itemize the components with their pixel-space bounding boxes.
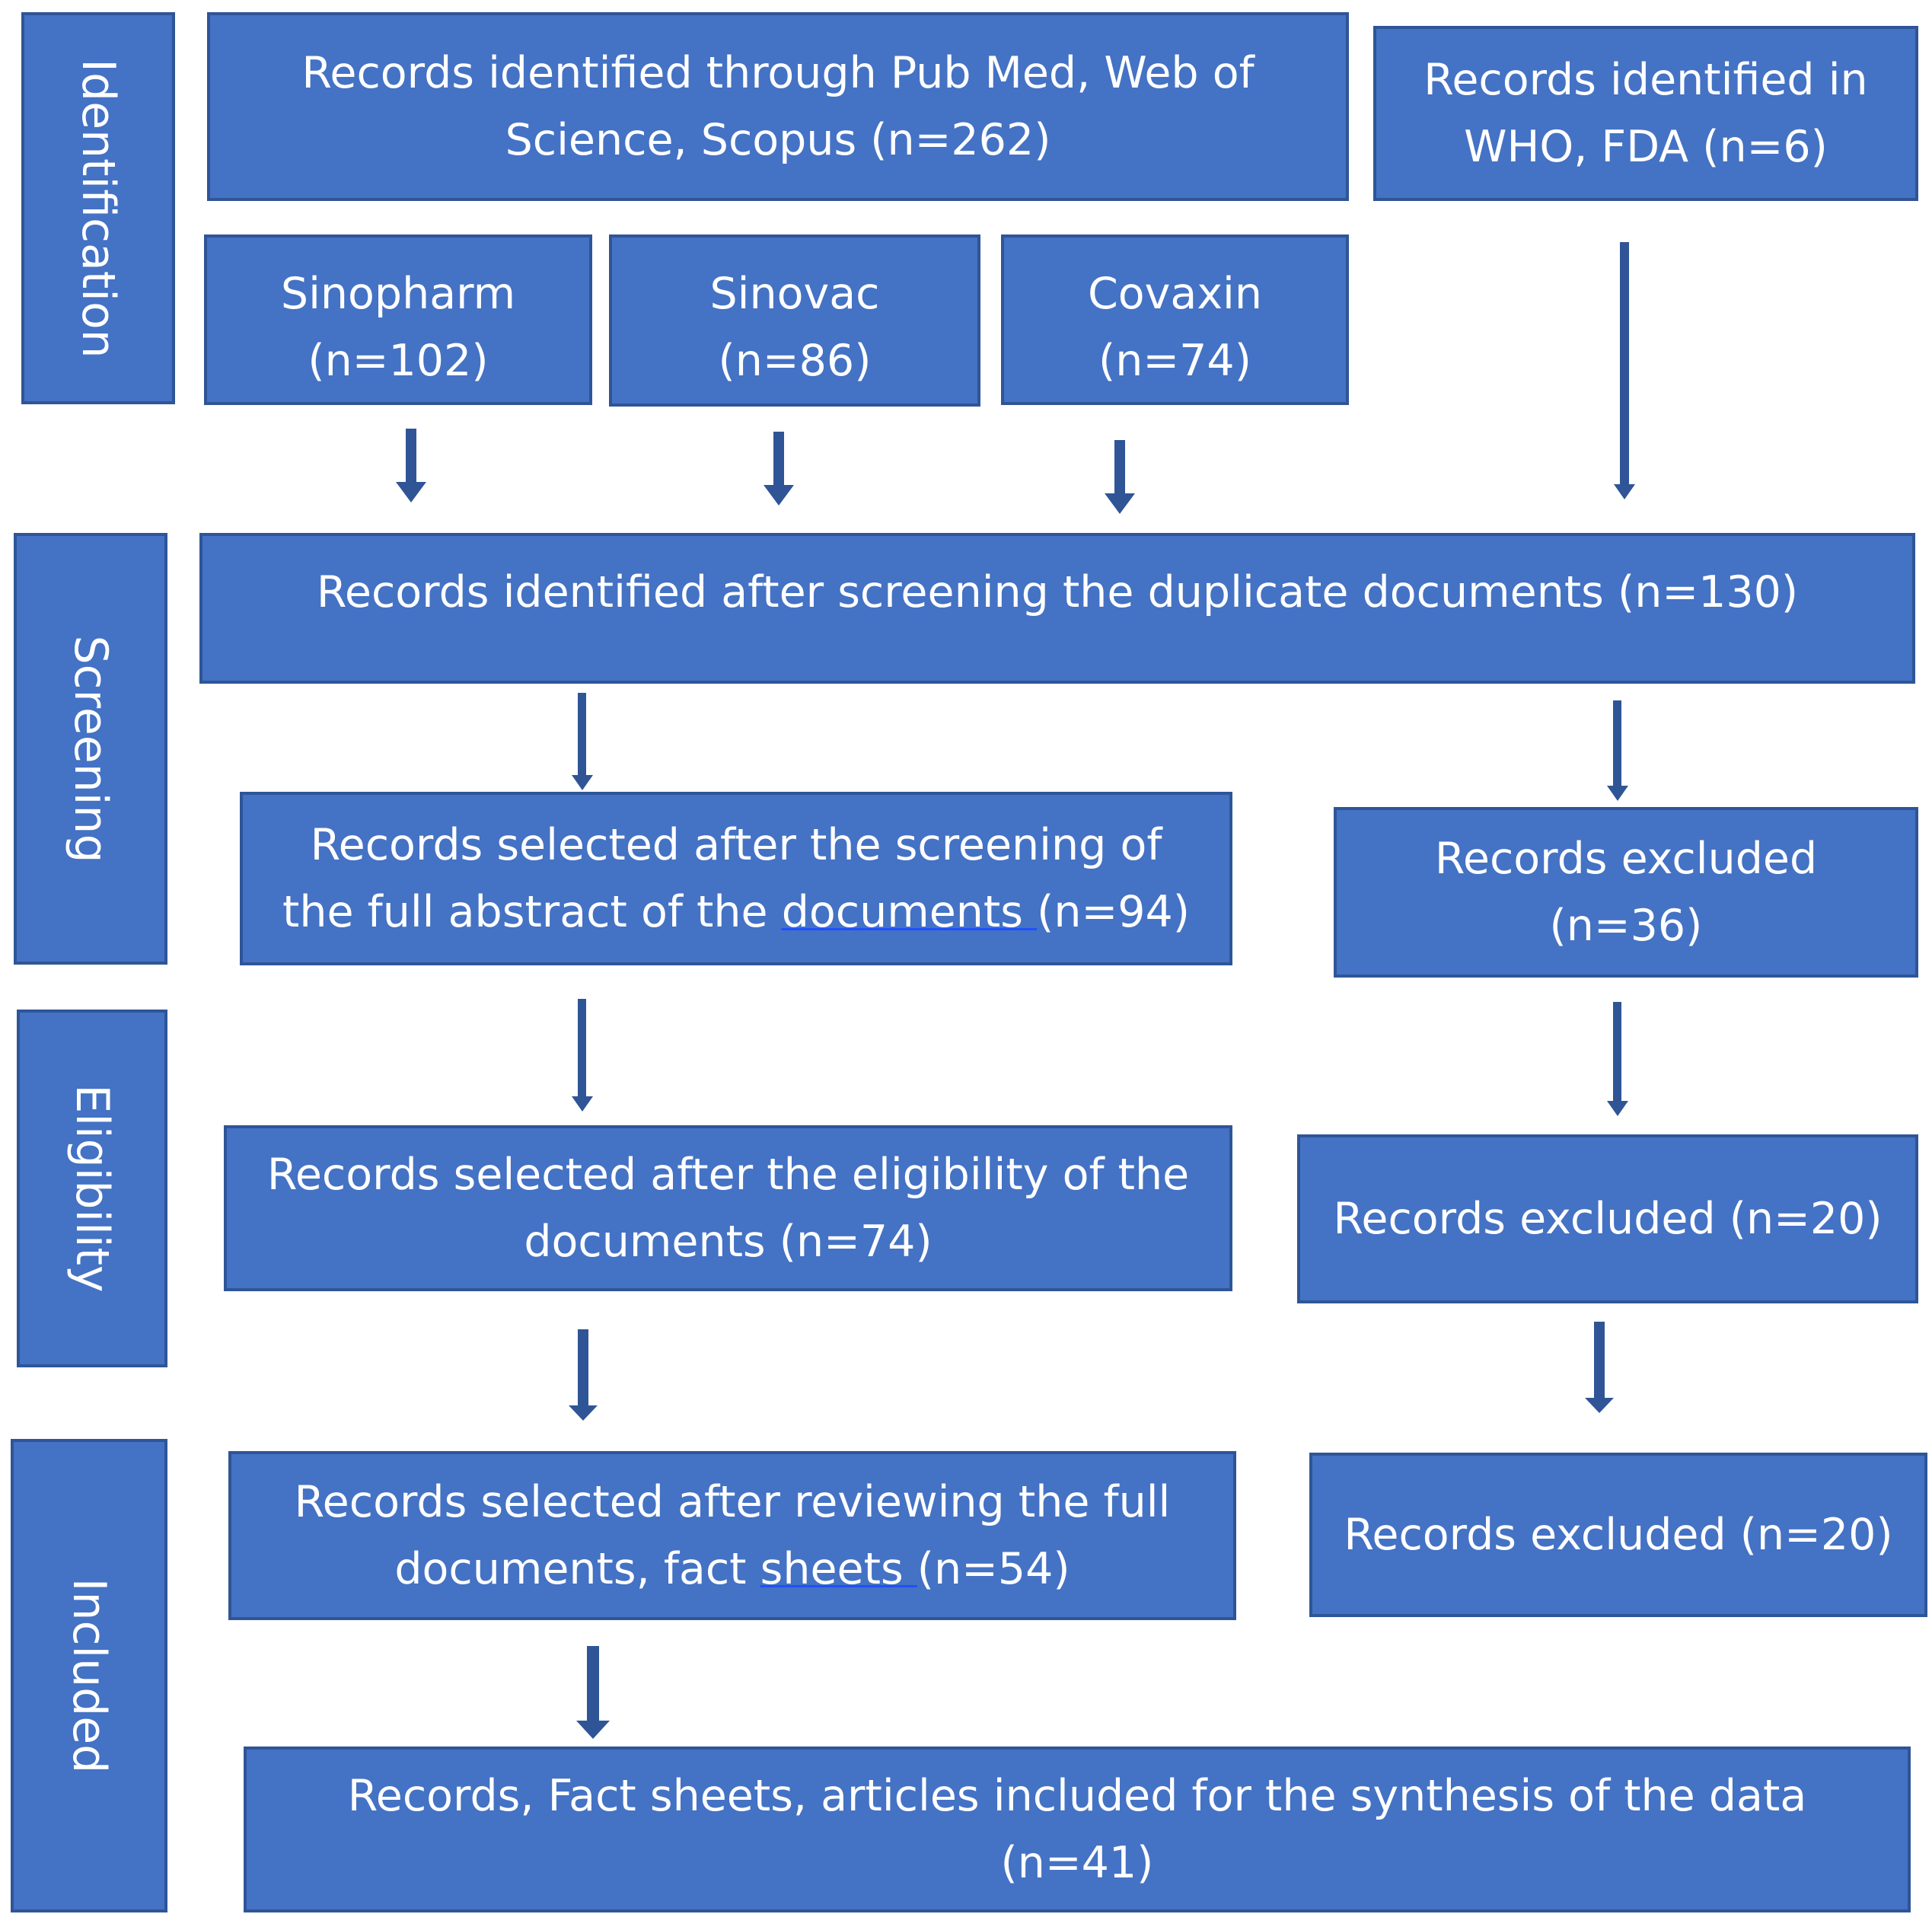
arrow-eligibility-to-review — [569, 1329, 598, 1421]
box-databases-text: Records identified through Pub Med, Web … — [301, 47, 1255, 165]
stage-included: Included — [11, 1439, 167, 1912]
box-sinopharm: Sinopharm (n=102) — [204, 234, 592, 405]
box-sinopharm-text: Sinopharm (n=102) — [280, 269, 516, 387]
arrow-excluded20a-to-excluded20b — [1585, 1322, 1614, 1413]
box-abstract-selected-text: Records selected after the screening of t… — [282, 812, 1190, 946]
box-excluded-20-a: Records excluded (n=20) — [1297, 1134, 1918, 1303]
arrow-excluded36-to-excluded20 — [1607, 1002, 1628, 1116]
review-underlined-word: sheets — [760, 1544, 917, 1594]
box-final-included-text: Records, Fact sheets, articles included … — [347, 1770, 1807, 1888]
arrow-review-to-final — [576, 1646, 610, 1739]
arrow-duplicates-to-abstract — [572, 693, 593, 790]
box-sinovac: Sinovac (n=86) — [609, 234, 980, 407]
review-line2-pre: documents, fact — [394, 1544, 760, 1594]
stage-eligibility: Eligibility — [17, 1010, 167, 1367]
box-excluded-36: Records excluded (n=36) — [1334, 807, 1918, 978]
box-who-fda: Records identified in WHO, FDA (n=6) — [1373, 26, 1918, 201]
box-excluded-20-a-text: Records excluded (n=20) — [1333, 1193, 1883, 1244]
box-full-review-text: Records selected after reviewing the ful… — [295, 1469, 1171, 1603]
stage-screening: Screening — [14, 533, 167, 965]
abstract-line2-post: (n=94) — [1037, 887, 1190, 937]
arrow-abstract-to-eligibility — [572, 999, 593, 1112]
arrow-who-fda-down — [1614, 242, 1635, 499]
box-covaxin-text: Covaxin (n=74) — [1087, 269, 1263, 387]
box-excluded-20-b: Records excluded (n=20) — [1309, 1453, 1927, 1617]
box-final-included: Records, Fact sheets, articles included … — [244, 1747, 1911, 1912]
box-sinovac-text: Sinovac (n=86) — [709, 269, 880, 387]
stage-identification: Identification — [21, 12, 175, 404]
arrow-sinovac-down — [764, 432, 794, 506]
box-abstract-selected: Records selected after the screening of t… — [240, 792, 1232, 965]
review-line1: Records selected after reviewing the ful… — [294, 1476, 1171, 1527]
abstract-line2-pre: the full abstract of the — [282, 887, 782, 937]
box-databases: Records identified through Pub Med, Web … — [207, 12, 1349, 201]
box-covaxin: Covaxin (n=74) — [1001, 234, 1349, 405]
box-full-review: Records selected after reviewing the ful… — [228, 1451, 1236, 1620]
review-line2-post: (n=54) — [917, 1544, 1070, 1594]
box-who-fda-text: Records identified in WHO, FDA (n=6) — [1423, 54, 1868, 172]
box-eligibility-selected: Records selected after the eligibility o… — [224, 1125, 1232, 1291]
box-excluded-20-b-text: Records excluded (n=20) — [1344, 1509, 1893, 1560]
abstract-line1: Records selected after the screening of — [310, 819, 1162, 870]
abstract-underlined-word: documents — [781, 887, 1038, 937]
arrow-covaxin-down — [1105, 440, 1135, 514]
arrow-duplicates-to-excluded — [1607, 700, 1628, 801]
box-after-duplicates: Records identified after screening the d… — [199, 533, 1915, 684]
box-excluded-36-text: Records excluded (n=36) — [1434, 833, 1818, 951]
box-eligibility-selected-text: Records selected after the eligibility o… — [266, 1149, 1190, 1267]
box-after-duplicates-text: Records identified after screening the d… — [316, 567, 1799, 617]
arrow-sinopharm-down — [396, 429, 426, 502]
